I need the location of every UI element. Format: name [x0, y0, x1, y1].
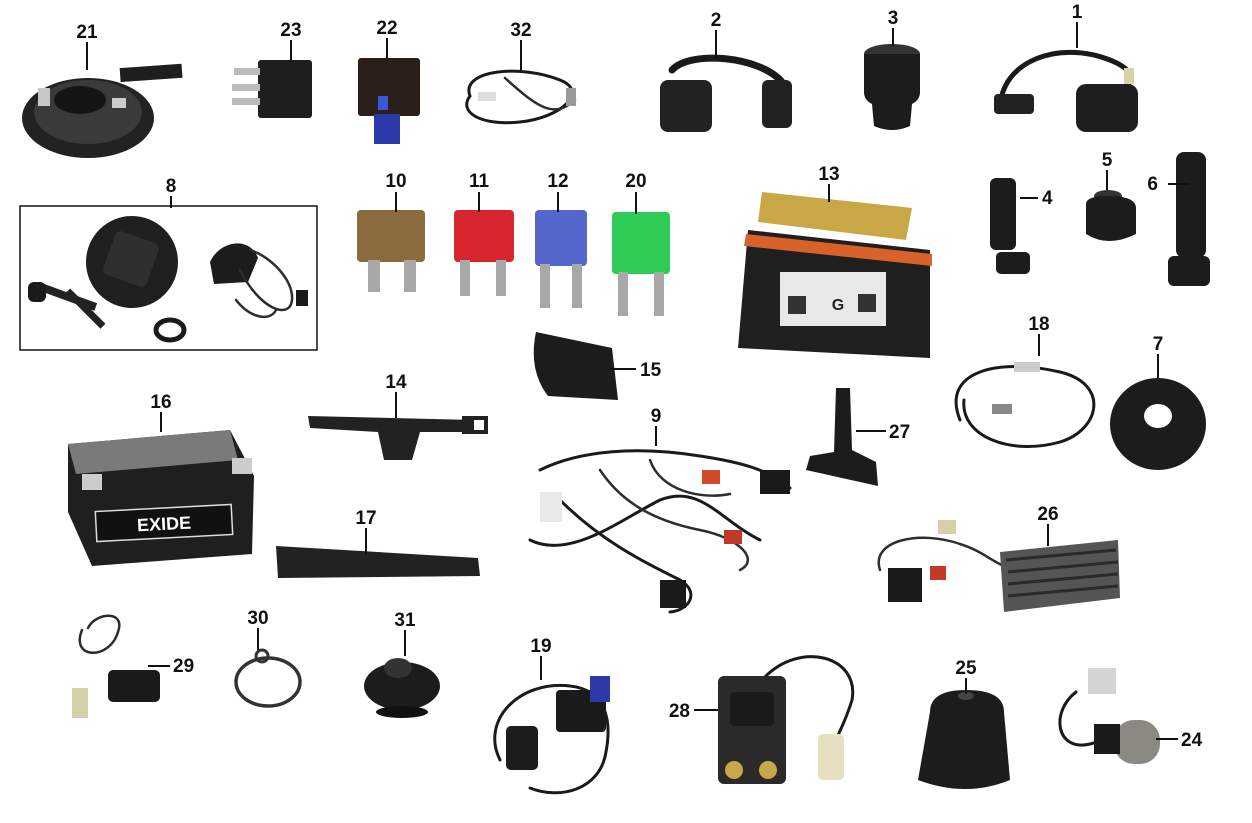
ecu-label-letter: G [832, 297, 844, 314]
part-2-ignition-coil [660, 54, 792, 132]
part-28-tilt-sensor [718, 655, 855, 784]
part-16-battery: EXIDE [68, 430, 254, 566]
callout-22: 22 [376, 18, 397, 39]
callout-19: 19 [530, 636, 551, 657]
callout-23: 23 [280, 20, 301, 41]
part-20-fuse [612, 212, 670, 316]
callout-9: 9 [651, 406, 662, 427]
part-4-plug-cap [990, 178, 1030, 274]
callout-31: 31 [394, 610, 416, 631]
part-13-ecu: G [738, 192, 932, 358]
callout-6: 6 [1147, 174, 1158, 195]
part-23-relay [232, 60, 312, 118]
part-7-rubber-washer [1110, 378, 1206, 470]
callout-11: 11 [469, 171, 490, 192]
part-26-regulator [877, 520, 1120, 612]
part-6-plug-cap [1168, 152, 1210, 286]
callout-2: 2 [711, 10, 722, 31]
part-9-wiring-harness [528, 449, 792, 614]
callout-28: 28 [669, 701, 690, 722]
part-10-fuse [357, 210, 425, 292]
callout-32: 32 [510, 20, 531, 41]
part-31-cap [364, 658, 440, 718]
callout-17: 17 [355, 508, 376, 529]
callout-16: 16 [150, 392, 171, 413]
part-1-ignition-coil [994, 49, 1138, 132]
callout-21: 21 [76, 22, 98, 43]
part-25-cover [918, 690, 1010, 789]
callout-14: 14 [385, 372, 407, 393]
callout-24: 24 [1181, 730, 1203, 751]
part-8-lock-set [19, 205, 318, 351]
callout-5: 5 [1102, 150, 1113, 171]
battery-brand: EXIDE [137, 513, 192, 536]
callout-30: 30 [247, 608, 268, 629]
part-24-sensor [1058, 668, 1160, 764]
callout-27: 27 [889, 422, 910, 443]
callout-10: 10 [385, 171, 406, 192]
part-27-bracket [806, 388, 878, 486]
part-15-cover [533, 332, 618, 400]
callout-7: 7 [1153, 334, 1164, 355]
part-18-cable [954, 362, 1096, 448]
part-29-switch [72, 614, 160, 718]
part-21-horn [22, 63, 183, 158]
part-22-flasher [358, 58, 420, 144]
callout-15: 15 [640, 360, 662, 381]
part-12-fuse [535, 210, 587, 308]
callout-29: 29 [173, 656, 194, 677]
part-3-rubber-cap [864, 44, 920, 130]
callout-3: 3 [888, 8, 899, 29]
callout-20: 20 [625, 171, 646, 192]
callout-18: 18 [1028, 314, 1049, 335]
callout-26: 26 [1037, 504, 1058, 525]
callout-25: 25 [955, 658, 977, 679]
part-32-sensor-wire [465, 69, 577, 125]
callout-4: 4 [1042, 188, 1053, 209]
callout-1: 1 [1072, 2, 1083, 23]
part-11-fuse [454, 210, 514, 296]
callout-12: 12 [547, 171, 568, 192]
callout-13: 13 [818, 164, 839, 185]
part-5-grommet [1086, 190, 1136, 241]
part-30-clamp [234, 648, 302, 708]
part-17-strap [276, 546, 480, 578]
part-19-sensor [493, 676, 610, 795]
part-14-bracket [308, 416, 488, 460]
callout-8: 8 [166, 176, 177, 197]
